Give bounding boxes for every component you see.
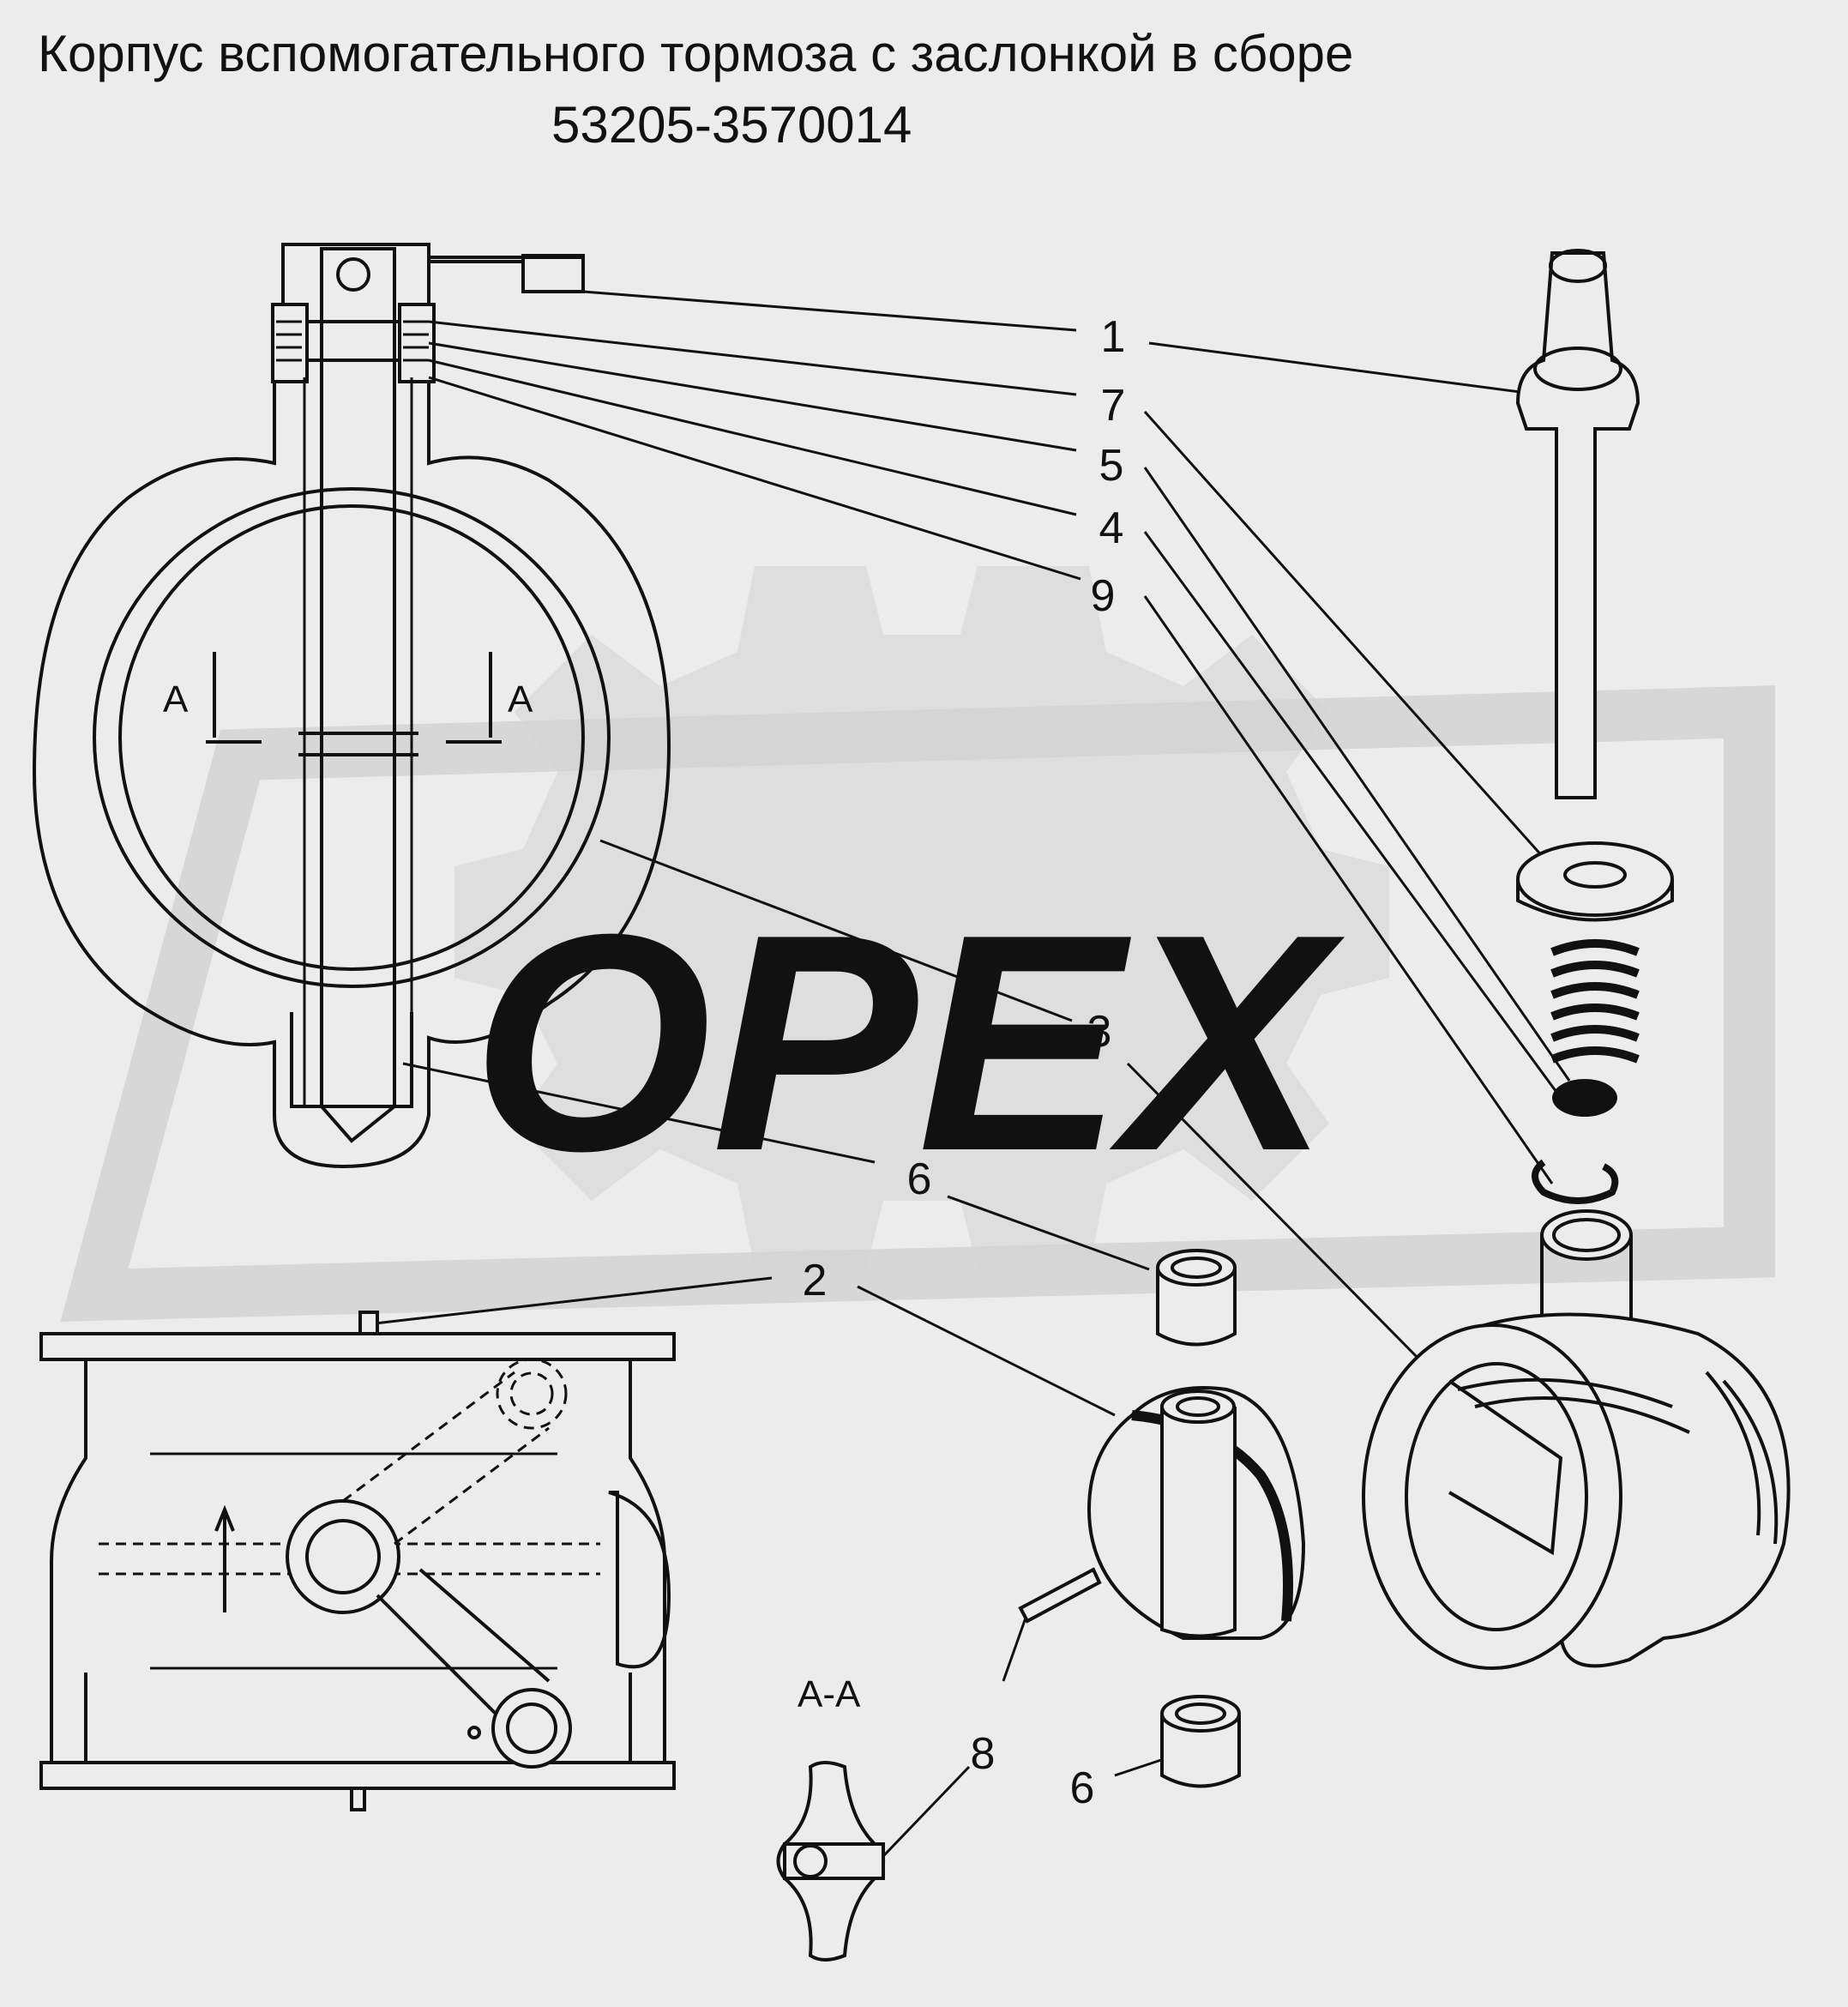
- callout-9: 9: [1091, 571, 1116, 621]
- callout-6-lower: 6: [1070, 1763, 1095, 1813]
- valve-disc-part-2: [1087, 1386, 1306, 1640]
- section-view-label: A-A: [798, 1673, 861, 1715]
- section-view-aa: A-A: [776, 1673, 885, 1962]
- part-number: 53205-3570014: [551, 96, 912, 154]
- shaft-part-1: [1515, 249, 1640, 799]
- callout-7: 7: [1101, 381, 1126, 431]
- housing-side-view: [39, 1311, 676, 1811]
- section-mark-right: A: [508, 678, 533, 720]
- housing-section-view: A A: [32, 243, 671, 1169]
- diagram-title: Корпус вспомогательного тормоза с заслон…: [38, 25, 1354, 82]
- callout-6-upper: 6: [907, 1154, 932, 1204]
- callout-numbers: 1 7 5 4 9 3 6 2 8 6: [803, 312, 1126, 1813]
- washer-part-7: [1516, 841, 1674, 922]
- callout-2: 2: [803, 1256, 828, 1305]
- callout-5: 5: [1099, 441, 1124, 491]
- bushing-part-6-upper: [1156, 1249, 1237, 1347]
- housing-part-3: [1362, 1209, 1791, 1670]
- pin-part-8: [1018, 1567, 1102, 1624]
- callout-8: 8: [971, 1729, 996, 1779]
- callout-4: 4: [1099, 503, 1124, 553]
- spring-part-5: [1550, 939, 1640, 1064]
- watermark: OPEX: [60, 566, 1775, 1323]
- callout-3: 3: [1087, 1007, 1112, 1057]
- bushing-part-6-lower: [1160, 1695, 1241, 1788]
- watermark-text: OPEX: [472, 871, 1345, 1215]
- section-mark-left: A: [163, 678, 189, 720]
- leader-lines: [359, 290, 1571, 1876]
- oring-part-4: [1552, 1079, 1617, 1117]
- callout-1: 1: [1101, 312, 1126, 362]
- snapring-part-9: [1532, 1159, 1619, 1204]
